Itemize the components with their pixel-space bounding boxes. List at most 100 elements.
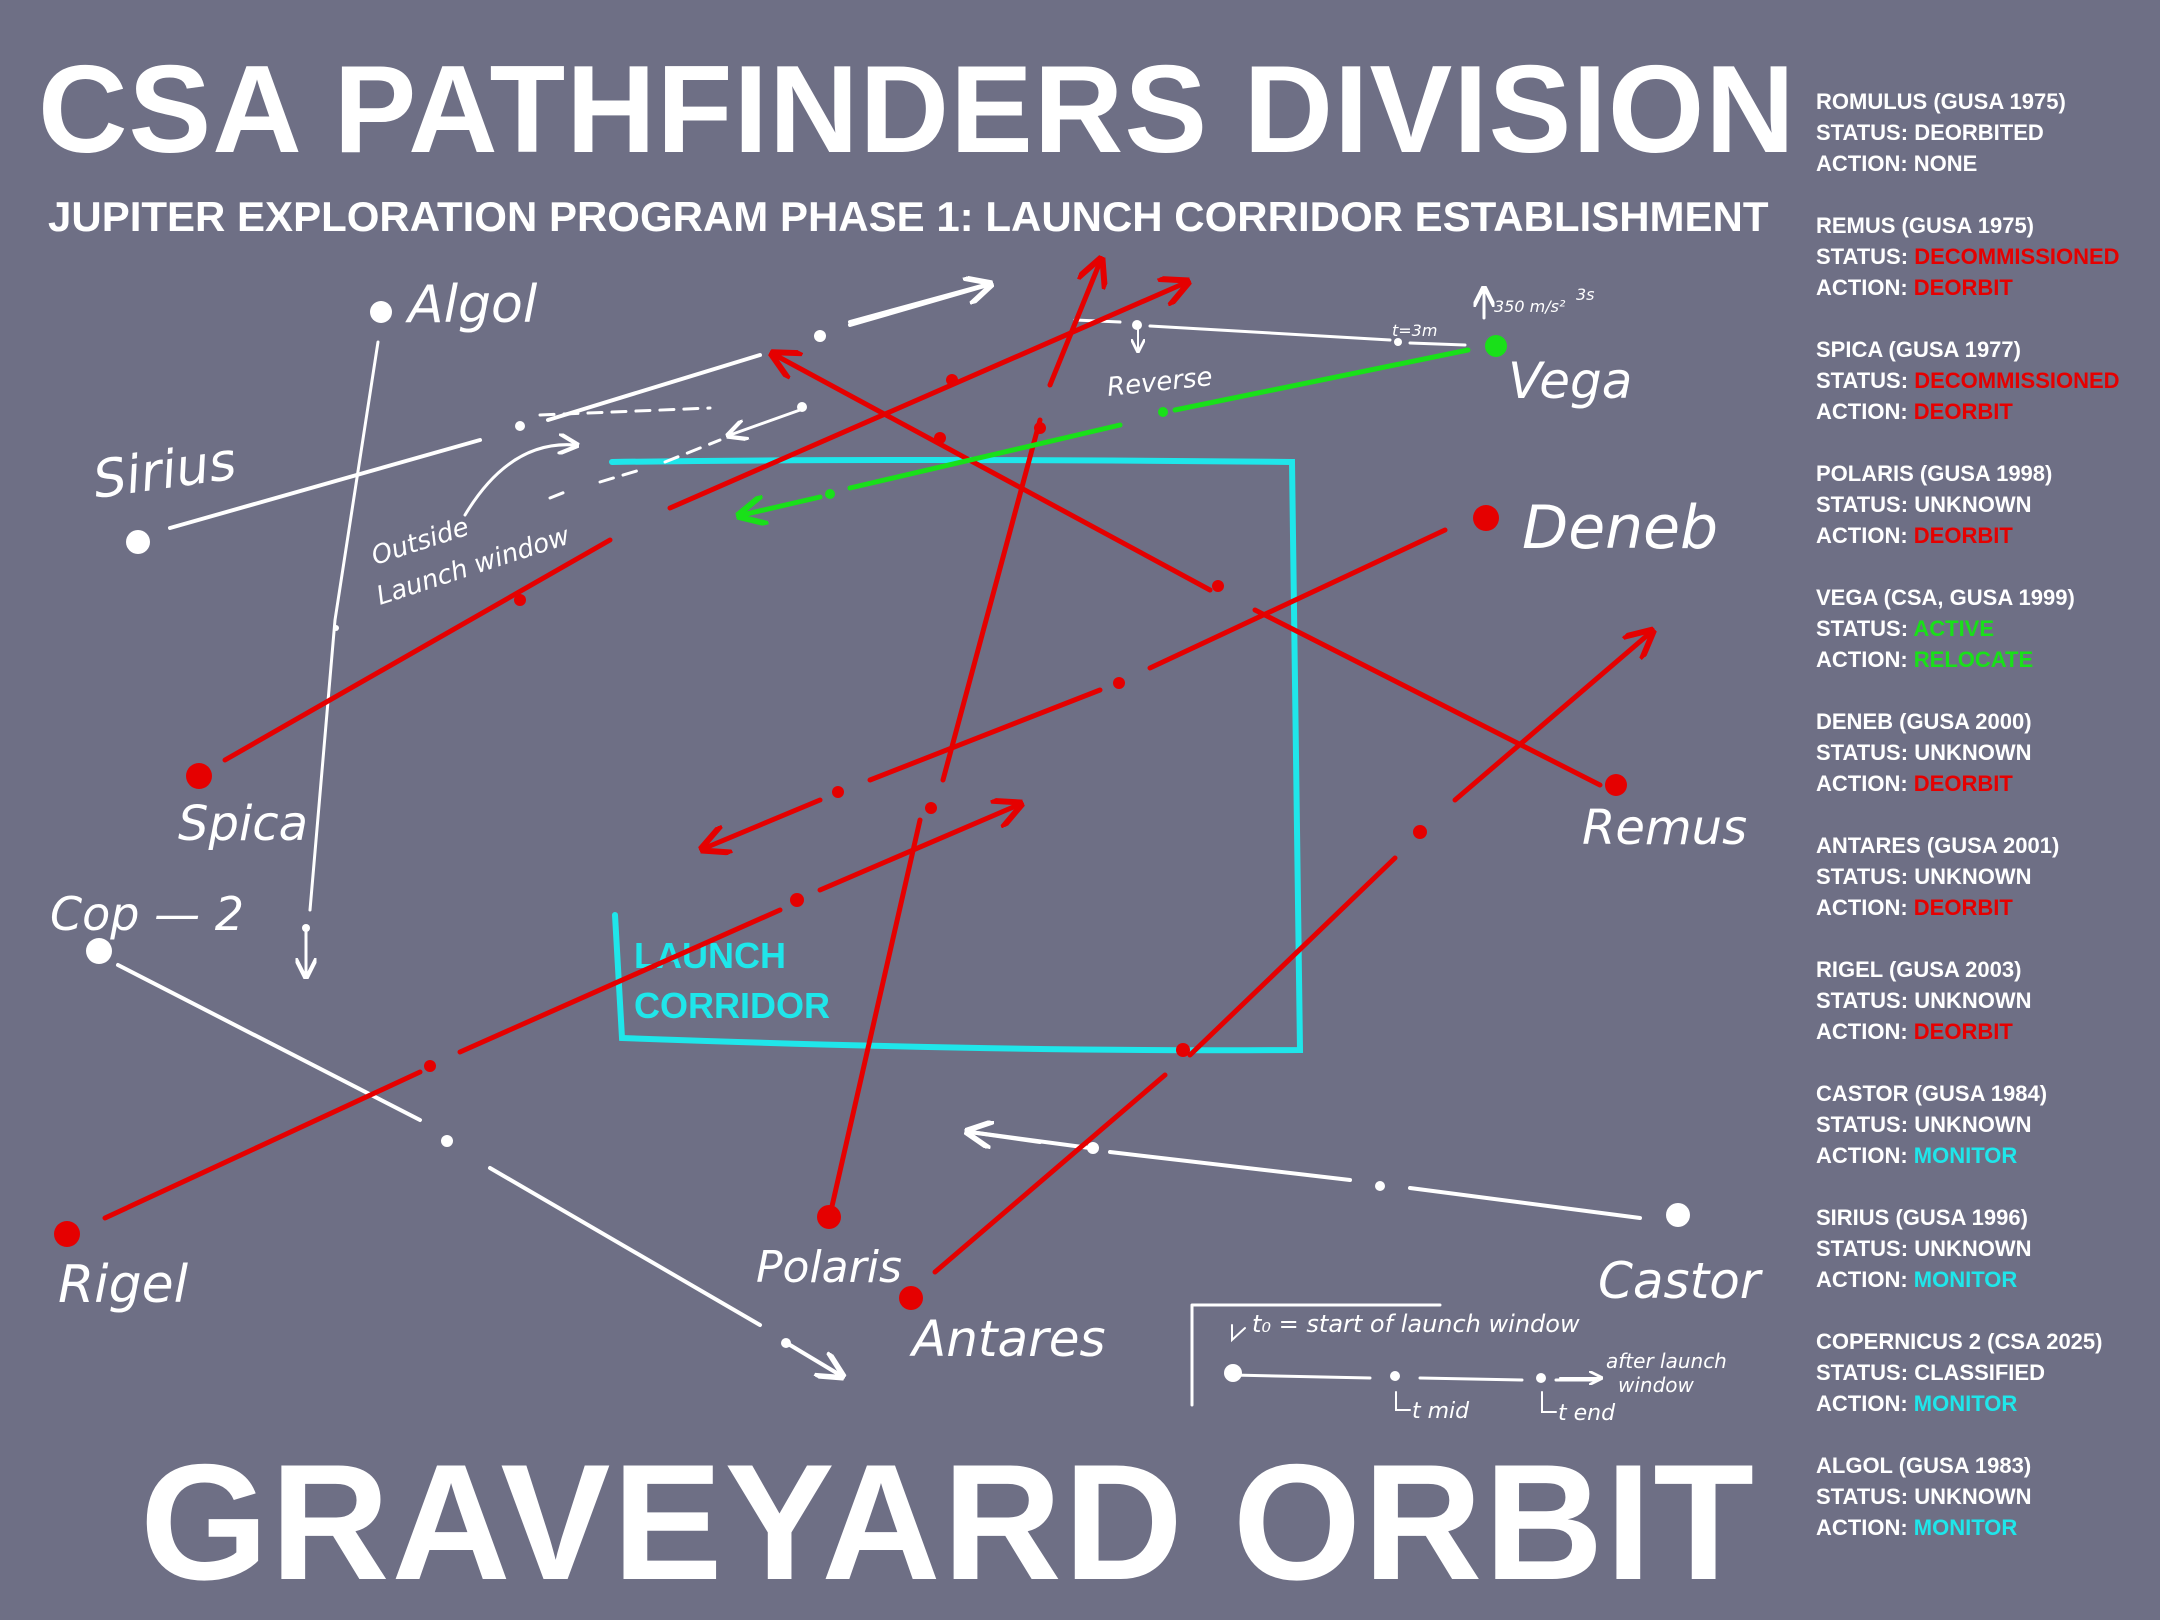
label-antares: Antares [909, 1310, 1106, 1368]
launch-corridor-box [609, 457, 1304, 1054]
label-rigel: Rigel [58, 1255, 189, 1315]
red-deorbit-paths [102, 262, 1650, 1275]
legend-t0: t₀ = start of launch window [1252, 1310, 1580, 1338]
node-sirius [126, 530, 150, 554]
satellite-status: STATUS: UNKNOWN [1816, 1236, 2032, 1261]
node-spica [186, 763, 212, 789]
satellite-status: STATUS: DEORBITED [1816, 120, 2044, 145]
polaris-path [827, 262, 1100, 1218]
satellite-action: ACTION: MONITOR [1816, 1267, 2018, 1292]
satellite-status: STATUS: UNKNOWN [1816, 864, 2032, 889]
action-value: DEORBIT [1913, 771, 2013, 796]
satellite-action: ACTION: MONITOR [1816, 1515, 2018, 1540]
spica-path [222, 283, 1185, 763]
satellite-action: ACTION: DEORBIT [1816, 1019, 2013, 1044]
white-orbits [116, 285, 1642, 1375]
node-antares [899, 1286, 923, 1310]
timeline-legend [1190, 1303, 1600, 1413]
label-cop2: Cop — 2 [50, 887, 244, 941]
rigel-path [102, 805, 1018, 1221]
satellite-entry: RIGEL (GUSA 2003) STATUS: UNKNOWN ACTION: … [1816, 954, 2146, 1078]
action-value: MONITOR [1913, 1515, 2018, 1540]
action-value: MONITOR [1913, 1267, 2018, 1292]
node-remus [1605, 774, 1627, 796]
status-value: CLASSIFIED [1914, 1360, 2045, 1385]
page-title: CSA PATHFINDERS DIVISION [38, 41, 1796, 179]
page-subtitle: JUPITER EXPLORATION PROGRAM PHASE 1: LAU… [48, 193, 1769, 240]
satellite-name: DENEB (GUSA 2000) [1816, 709, 2032, 734]
timeline-markers [1224, 1364, 1546, 1383]
satellite-nodes [54, 301, 1690, 1310]
node-deneb [1473, 505, 1499, 531]
satellite-status: STATUS: ACTIVE [1816, 616, 1995, 641]
outside-window-arrow [730, 408, 802, 435]
satellite-name: RIGEL (GUSA 2003) [1816, 957, 2022, 982]
status-value: UNKNOWN [1914, 864, 2032, 889]
label-reverse: Reverse [1106, 362, 1214, 403]
action-value: DEORBIT [1913, 523, 2013, 548]
status-value: UNKNOWN [1914, 740, 2032, 765]
status-value: UNKNOWN [1914, 1484, 2032, 1509]
satellite-entry: REMUS (GUSA 1975) STATUS: DECOMMISSIONED A… [1816, 210, 2146, 334]
satellite-name: REMUS (GUSA 1975) [1816, 213, 2035, 238]
castor-arrow [970, 1132, 1042, 1142]
satellite-action: ACTION: DEORBIT [1816, 771, 2013, 796]
deneb-path [705, 527, 1448, 848]
status-value: UNKNOWN [1914, 492, 2032, 517]
corridor-label-line2: CORRIDOR [634, 985, 830, 1026]
orbit-diagram: LAUNCH CORRIDOR [50, 0, 1764, 1426]
satellite-action: ACTION: DEORBIT [1816, 523, 2013, 548]
satellite-status: STATUS: UNKNOWN [1816, 1112, 2032, 1137]
satellite-action: ACTION: DEORBIT [1816, 895, 2013, 920]
satellite-action: ACTION: DEORBIT [1816, 399, 2013, 424]
satellite-action: ACTION: DEORBIT [1816, 275, 2013, 300]
satellite-name: COPERNICUS 2 (CSA 2025) [1816, 1329, 2103, 1354]
sirius-upper-arrow [848, 285, 988, 327]
node-cop2 [86, 938, 112, 964]
status-value: DECOMMISSIONED [1914, 244, 2120, 269]
satellite-name: SIRIUS (GUSA 1996) [1816, 1205, 2028, 1230]
satellite-entry: COPERNICUS 2 (CSA 2025)STATUS: CLASSIFIE… [1816, 1326, 2146, 1450]
antares-path [932, 633, 1650, 1275]
satellite-name: SPICA (GUSA 1977) [1816, 337, 2021, 362]
label-remus: Remus [1582, 800, 1747, 856]
label-spica: Spica [178, 796, 308, 852]
satellite-entry: SIRIUS (GUSA 1996) STATUS: UNKNOWN ACTION:… [1816, 1202, 2146, 1326]
label-vega-t: t=3m [1392, 321, 1437, 340]
legend-after-2: window [1618, 1373, 1695, 1397]
legend-after-1: after launch [1606, 1349, 1727, 1373]
graveyard-orbit-title: GRAVEYARD ORBIT [140, 1430, 1757, 1614]
satellite-status: STATUS: UNKNOWN [1816, 988, 2032, 1013]
satellite-status: STATUS: UNKNOWN [1816, 1484, 2032, 1509]
path-markers [302, 320, 1402, 1348]
label-vega: Vega [1508, 352, 1632, 410]
castor-orbit [968, 1130, 1642, 1220]
satellite-name: CASTOR (GUSA 1984) [1816, 1081, 2048, 1106]
legend-tend: t end [1558, 1401, 1616, 1426]
node-algol [370, 301, 392, 323]
action-value: DEORBIT [1913, 275, 2013, 300]
label-sirius: Sirius [89, 432, 239, 511]
satellite-action: ACTION: MONITOR [1816, 1143, 2018, 1168]
satellite-status: STATUS: DECOMMISSIONED [1816, 244, 2120, 269]
satellite-status: STATUS: UNKNOWN [1816, 492, 2032, 517]
status-value: UNKNOWN [1914, 988, 2032, 1013]
satellite-entry: CASTOR (GUSA 1984) STATUS: UNKNOWN ACTION:… [1816, 1078, 2146, 1202]
action-value: DEORBIT [1913, 1019, 2013, 1044]
action-value: DEORBIT [1913, 399, 2013, 424]
label-polaris: Polaris [756, 1242, 902, 1293]
cop2-arrow [788, 1343, 840, 1375]
label-deneb: Deneb [1522, 493, 1718, 563]
green-path-markers [825, 407, 1168, 499]
action-value: DEORBIT [1913, 895, 2013, 920]
status-value: UNKNOWN [1914, 1236, 2032, 1261]
satellite-status-list: ROMULUS (GUSA 1975) STATUS: DEORBITED ACTI… [1816, 86, 2146, 1574]
red-path-markers [424, 374, 1427, 1072]
satellite-name: ROMULUS (GUSA 1975) [1816, 89, 2066, 114]
label-algol: Algol [405, 275, 538, 335]
